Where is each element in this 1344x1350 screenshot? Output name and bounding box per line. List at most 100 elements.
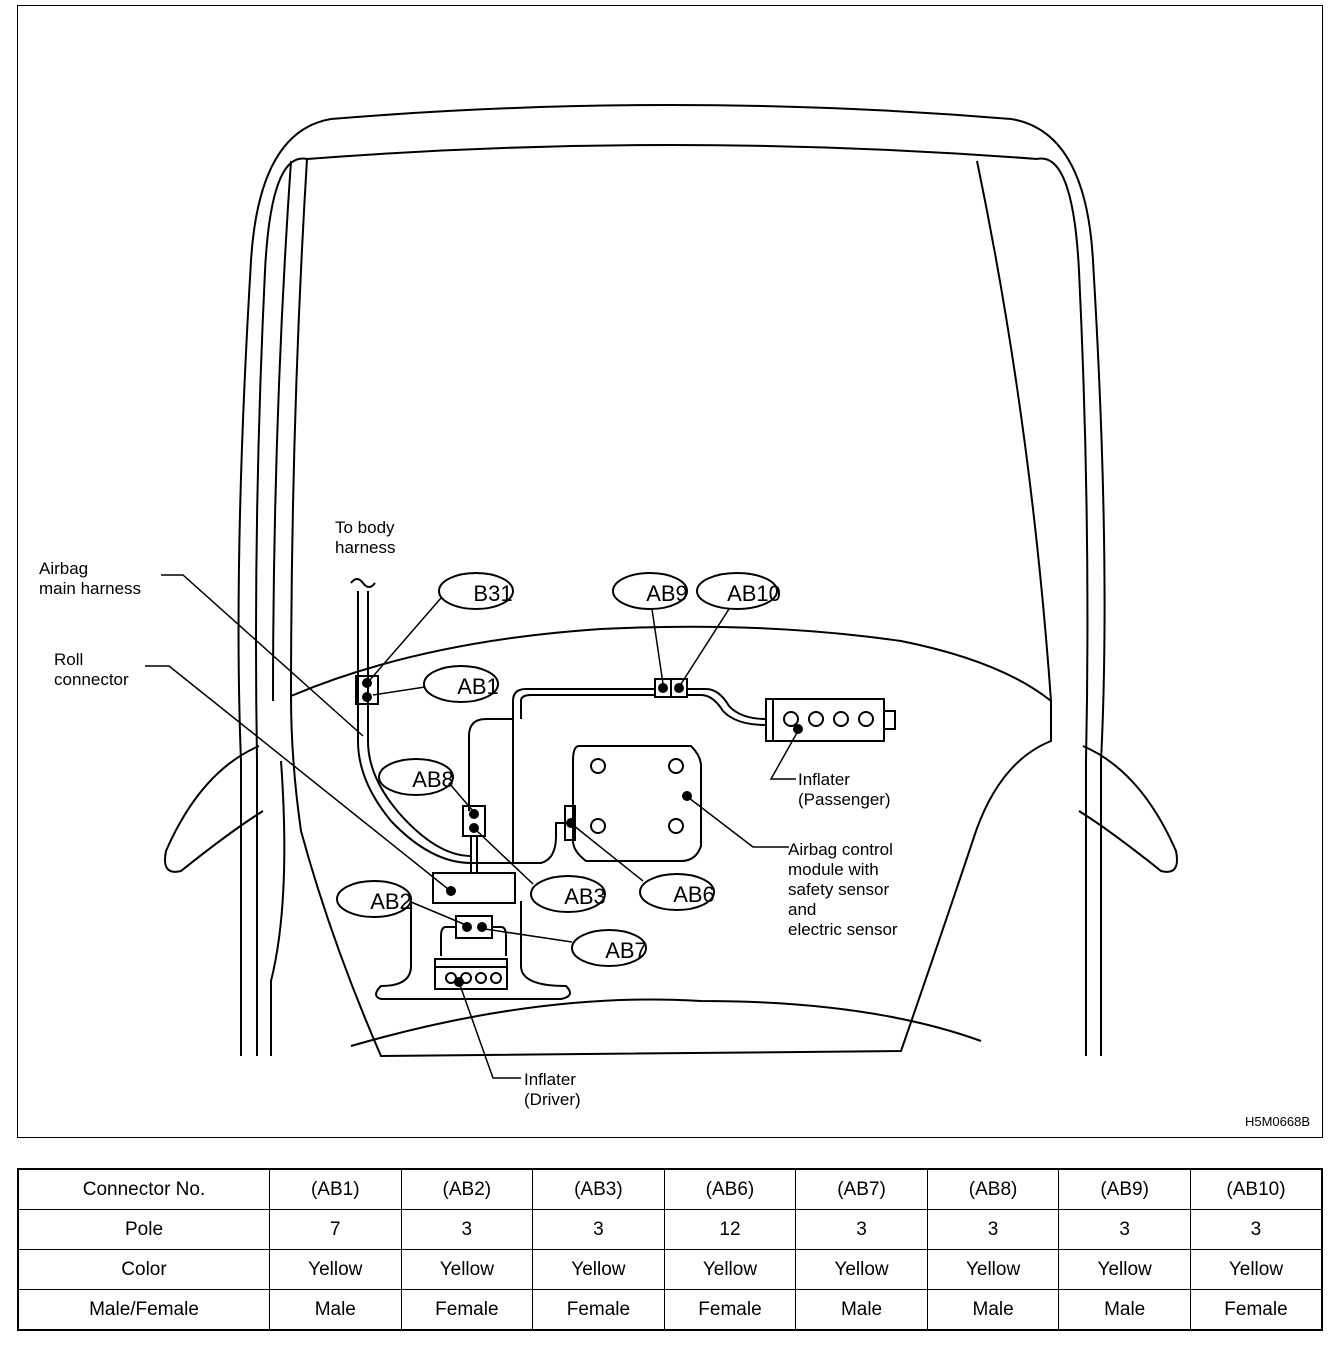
cell-gender: Male [795, 1289, 928, 1331]
harness-trunk [357, 591, 571, 864]
cell-color: Yellow [400, 1249, 534, 1290]
roll-connector-shape [432, 872, 516, 904]
row-header-gender: Male/Female [17, 1289, 270, 1331]
leader-ab8 [448, 782, 474, 812]
ab3-dot [469, 823, 479, 833]
callout-ab3-ellipse [530, 875, 606, 913]
diagram-frame: B31 AB1 AB9 AB10 AB8 AB2 AB3 AB6 AB7 To … [17, 5, 1323, 1138]
cell-pole: 3 [795, 1209, 928, 1250]
cell-connector-no: (AB10) [1189, 1168, 1323, 1210]
a-pillar-left [290, 158, 308, 702]
leader-passenger-inflater [769, 730, 799, 780]
driver-inflater-shape [434, 958, 508, 990]
cell-connector-no: (AB1) [269, 1168, 402, 1210]
cell-gender: Male [926, 1289, 1060, 1331]
leader-ab10 [680, 608, 730, 685]
callout-ab9: AB9 [646, 581, 688, 606]
callout-ab3: AB3 [564, 884, 606, 909]
cell-pole: 3 [532, 1209, 665, 1250]
cell-pole: 12 [663, 1209, 797, 1250]
cell-gender: Female [400, 1289, 534, 1331]
callout-ab10: AB10 [727, 581, 781, 606]
harness-to-passenger-b [687, 694, 767, 726]
leader-ab1 [372, 686, 426, 696]
cell-pole: 3 [1189, 1209, 1323, 1250]
harness-to-ab9-b [520, 694, 656, 719]
mirror-left [164, 745, 264, 873]
front-cowl-arc [350, 998, 982, 1047]
a-pillar-right [976, 160, 1052, 702]
a-pillar-left-2 [272, 160, 292, 702]
callout-ab2-ellipse [336, 880, 412, 918]
harness-to-passenger [687, 688, 767, 720]
driver-inflater-dot [454, 977, 464, 987]
callout-ab6: AB6 [673, 882, 715, 907]
label-airbag-control-module: Airbag control module with safety sensor… [788, 840, 898, 939]
cell-connector-no: (AB3) [532, 1168, 665, 1210]
reference-code: H5M0668B [1244, 1114, 1310, 1129]
ab1-dot [362, 692, 372, 702]
control-module-shape [572, 745, 702, 862]
table-row-pole: Pole 7 3 3 12 3 3 3 3 [17, 1209, 1323, 1250]
callout-ab8: AB8 [412, 767, 454, 792]
roll-connector-dot [446, 886, 456, 896]
leader-roll-connector [145, 665, 449, 890]
leader-control-module [688, 797, 789, 848]
car-body-inner-right [1036, 157, 1089, 1056]
cell-pole: 7 [269, 1209, 402, 1250]
ab8-connector-shape [462, 805, 486, 837]
cell-color: Yellow [532, 1249, 665, 1290]
harness-to-ab8 [468, 718, 514, 863]
callout-ab1-ellipse [423, 665, 499, 703]
callout-ab10-ellipse [696, 572, 778, 610]
leader-ab7 [484, 928, 573, 943]
dashboard-outline [290, 625, 1052, 1058]
cell-pole: 3 [1058, 1209, 1191, 1250]
row-header-pole: Pole [17, 1209, 270, 1250]
callout-ab9-ellipse [612, 572, 688, 610]
cell-connector-no: (AB2) [400, 1168, 534, 1210]
callout-ab6-ellipse [639, 873, 715, 911]
label-inflater-driver: Inflater (Driver) [524, 1070, 581, 1109]
ab9-dot [658, 683, 668, 693]
callout-b31-ellipse [438, 572, 514, 610]
cell-connector-no: (AB9) [1058, 1168, 1191, 1210]
cell-pole: 3 [926, 1209, 1060, 1250]
cell-color: Yellow [663, 1249, 797, 1290]
harness-trunk-2 [367, 591, 472, 857]
leader-driver-inflater [459, 984, 521, 1079]
mirror-right [1078, 745, 1178, 873]
row-header-connector-no: Connector No. [17, 1168, 270, 1210]
callout-ab1: AB1 [457, 674, 499, 699]
callout-ab7: AB7 [605, 938, 647, 963]
steering-column-outline [375, 901, 571, 1000]
cell-color: Yellow [926, 1249, 1060, 1290]
passenger-inflater-dot [793, 724, 803, 734]
cell-gender: Female [532, 1289, 665, 1331]
leader-b31 [368, 597, 442, 682]
table-row-color: Color Yellow Yellow Yellow Yellow Yellow… [17, 1249, 1323, 1290]
cell-color: Yellow [269, 1249, 402, 1290]
cell-gender: Female [663, 1289, 797, 1331]
cell-gender: Male [1058, 1289, 1191, 1331]
windshield-line [306, 144, 1038, 160]
callout-ab8-ellipse [378, 758, 454, 796]
ab7-dot [477, 922, 487, 932]
callout-b31: B31 [473, 581, 513, 606]
leader-ab2 [410, 901, 467, 926]
cell-pole: 3 [400, 1209, 534, 1250]
cell-connector-no: (AB6) [663, 1168, 797, 1210]
callout-ab2: AB2 [370, 889, 412, 914]
leader-ab3 [476, 830, 534, 885]
label-airbag-main-harness: Airbag main harness [39, 559, 142, 598]
ab1-connector-shape [355, 675, 379, 705]
car-body-outline [237, 104, 1106, 1056]
harness-to-ab9 [512, 688, 656, 719]
leader-main-harness [161, 574, 364, 737]
cell-color: Yellow [1189, 1249, 1323, 1290]
label-inflater-passenger: Inflater (Passenger) [798, 770, 891, 809]
lower-cowl [270, 760, 286, 1056]
ab8-dot [469, 809, 479, 819]
cell-connector-no: (AB8) [926, 1168, 1060, 1210]
callout-ab7-ellipse [571, 929, 647, 967]
